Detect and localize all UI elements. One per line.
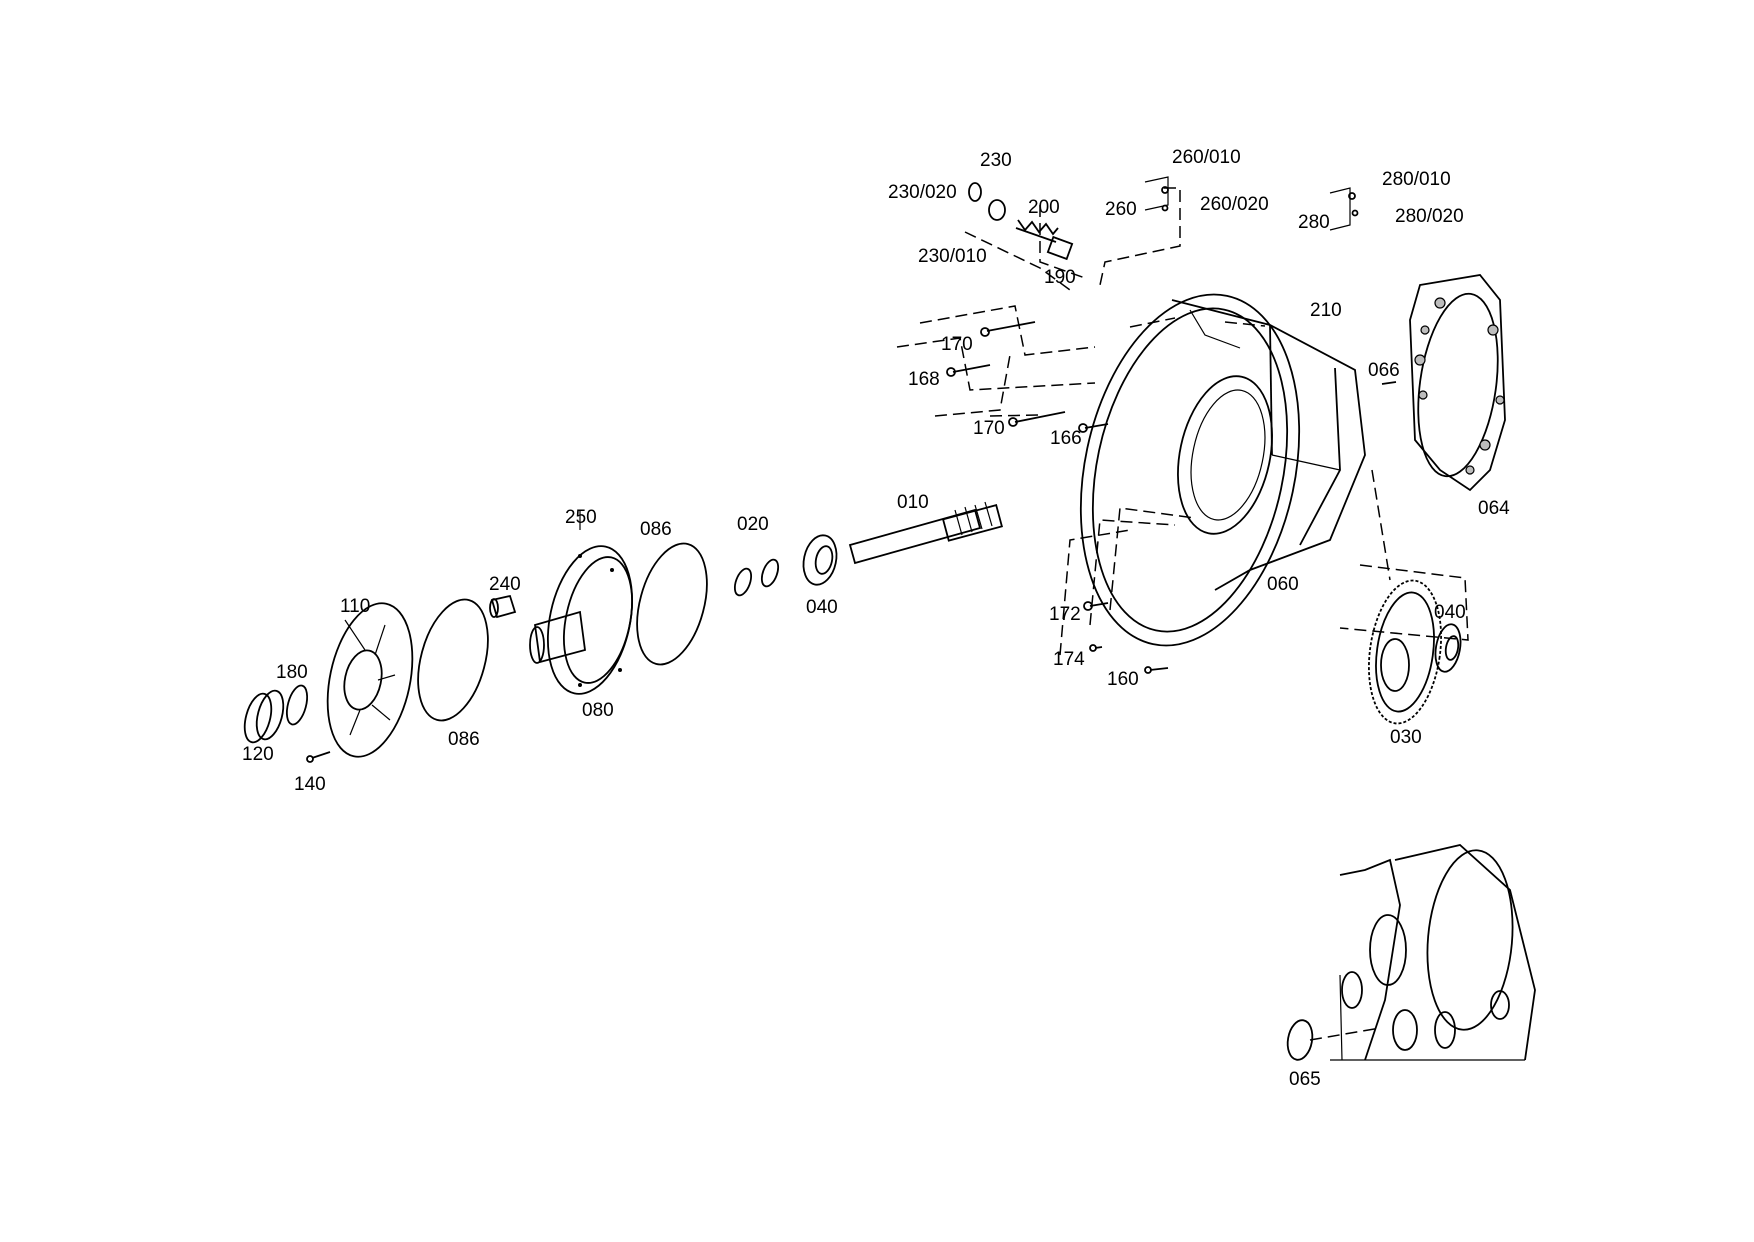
label-160: 160 [1107, 669, 1139, 690]
shaft-010 [848, 501, 1003, 565]
gear-030 [1368, 579, 1442, 725]
label-280: 280 [1298, 212, 1330, 233]
plate-260 [1144, 176, 1169, 212]
label-060: 060 [1267, 574, 1299, 595]
label-030: 030 [1390, 727, 1422, 748]
label-280-020: 280/020 [1395, 206, 1464, 227]
o-ring-086-right [636, 542, 708, 666]
label-040-left: 040 [806, 597, 838, 618]
label-140: 140 [294, 774, 326, 795]
pump-cover-110 [326, 602, 414, 758]
label-250: 250 [565, 507, 597, 528]
cover-plate-064 [1409, 274, 1506, 492]
bearing-040-right [1434, 623, 1462, 673]
label-086-left: 086 [448, 729, 480, 750]
part-labels: 230 230/020 230/010 200 190 260/010 260 … [242, 147, 1510, 1090]
label-230-010: 230/010 [918, 246, 987, 267]
label-170-upper: 170 [941, 334, 973, 355]
label-020: 020 [737, 514, 769, 535]
label-010: 010 [897, 492, 929, 513]
ring-230 [968, 182, 1006, 221]
plate-280 [1329, 187, 1359, 231]
screw-140 [306, 751, 331, 763]
label-170-lower: 170 [973, 418, 1005, 439]
label-166: 166 [1050, 428, 1082, 449]
label-230: 230 [980, 150, 1012, 171]
snap-ring-180 [285, 684, 309, 726]
leader-lines [579, 187, 1469, 1041]
bearing-040-left [802, 534, 838, 586]
label-230-020: 230/020 [888, 182, 957, 203]
label-065: 065 [1289, 1069, 1321, 1090]
label-086-right: 086 [640, 519, 672, 540]
spring-200 [1015, 219, 1059, 243]
label-080: 080 [582, 700, 614, 721]
label-240: 240 [489, 574, 521, 595]
label-172: 172 [1049, 604, 1081, 625]
housing-060 [1079, 293, 1366, 647]
label-260-020: 260/020 [1200, 194, 1269, 215]
label-280-010: 280/010 [1382, 169, 1451, 190]
label-064: 064 [1478, 498, 1510, 519]
o-ring-065 [1286, 1019, 1314, 1061]
seal-120 [243, 689, 285, 744]
label-066: 066 [1368, 360, 1400, 381]
plug-240 [489, 594, 517, 619]
pump-body-080 [529, 545, 634, 695]
label-120: 120 [242, 744, 274, 765]
plug-190 [1046, 235, 1074, 261]
label-174: 174 [1053, 649, 1085, 670]
lower-housing [1330, 844, 1536, 1061]
label-190: 190 [1044, 267, 1076, 288]
dowel-066 [1381, 381, 1397, 385]
label-110: 110 [340, 596, 370, 617]
label-168: 168 [908, 369, 940, 390]
label-260-010: 260/010 [1172, 147, 1241, 168]
rings-020 [733, 558, 780, 597]
label-180: 180 [276, 662, 308, 683]
label-260: 260 [1105, 199, 1137, 220]
label-210: 210 [1310, 300, 1342, 321]
o-ring-086-left [417, 598, 489, 722]
label-040-right: 040 [1434, 602, 1466, 623]
bolts [946, 321, 1169, 674]
label-200: 200 [1028, 197, 1060, 218]
